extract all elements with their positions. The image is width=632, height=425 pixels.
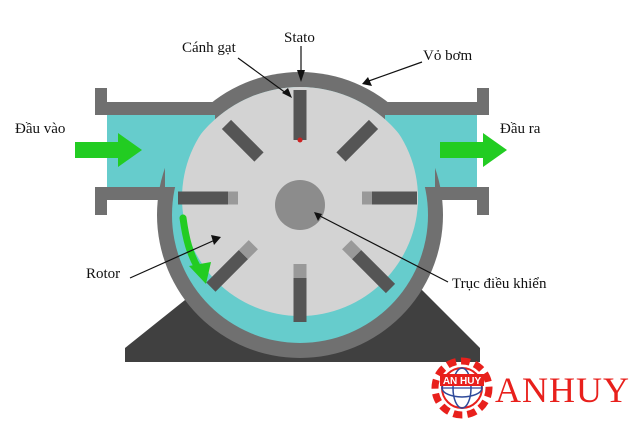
logo-text: ANHUY <box>495 370 630 410</box>
vane-body <box>293 90 307 140</box>
vane-body <box>372 191 417 205</box>
vane-body <box>206 249 249 292</box>
vane-body <box>351 249 396 294</box>
vane-tip <box>342 240 362 260</box>
anhuy-logo: AN HUY ANHUY <box>431 357 630 419</box>
outlet-arrow-icon <box>440 133 507 167</box>
curved-flow-arrow-icon <box>179 214 202 272</box>
vane-4 <box>342 240 396 294</box>
vanes-group <box>178 90 417 322</box>
vane-body <box>293 278 307 322</box>
label-vane: Cánh gạt <box>182 40 237 56</box>
vane-2 <box>336 119 379 162</box>
vane-tip <box>362 191 372 205</box>
leader-lines <box>129 46 449 283</box>
vane-3 <box>362 191 417 205</box>
vane-tip <box>228 191 238 205</box>
vane-tip <box>293 264 307 278</box>
leader-arrowheads <box>211 70 372 245</box>
label-rotor: Rotor <box>86 266 120 282</box>
label-housing: Vỏ bơm <box>423 48 473 64</box>
vane-1 <box>293 90 307 140</box>
label-outlet: Đầu ra <box>500 121 541 137</box>
vane-5 <box>293 264 307 322</box>
vane-body <box>336 119 379 162</box>
vane-6 <box>206 240 258 292</box>
label-stator: Stato <box>284 30 315 46</box>
inlet-arrow-icon <box>75 133 142 167</box>
vane-tip <box>238 240 258 260</box>
logo-emblem-text: AN HUY <box>443 376 482 387</box>
vane-body <box>178 191 228 205</box>
drive-shaft <box>275 180 325 230</box>
gear-globe-icon: AN HUY <box>431 357 493 419</box>
vane-8 <box>221 119 264 162</box>
vane-marker-dot <box>297 137 303 143</box>
vane-body <box>221 119 264 162</box>
label-inlet: Đầu vào <box>15 121 65 137</box>
label-shaft: Trục điều khiển <box>452 276 547 292</box>
curved-flow-arrowhead-icon <box>189 262 211 284</box>
vane-7 <box>178 191 238 205</box>
